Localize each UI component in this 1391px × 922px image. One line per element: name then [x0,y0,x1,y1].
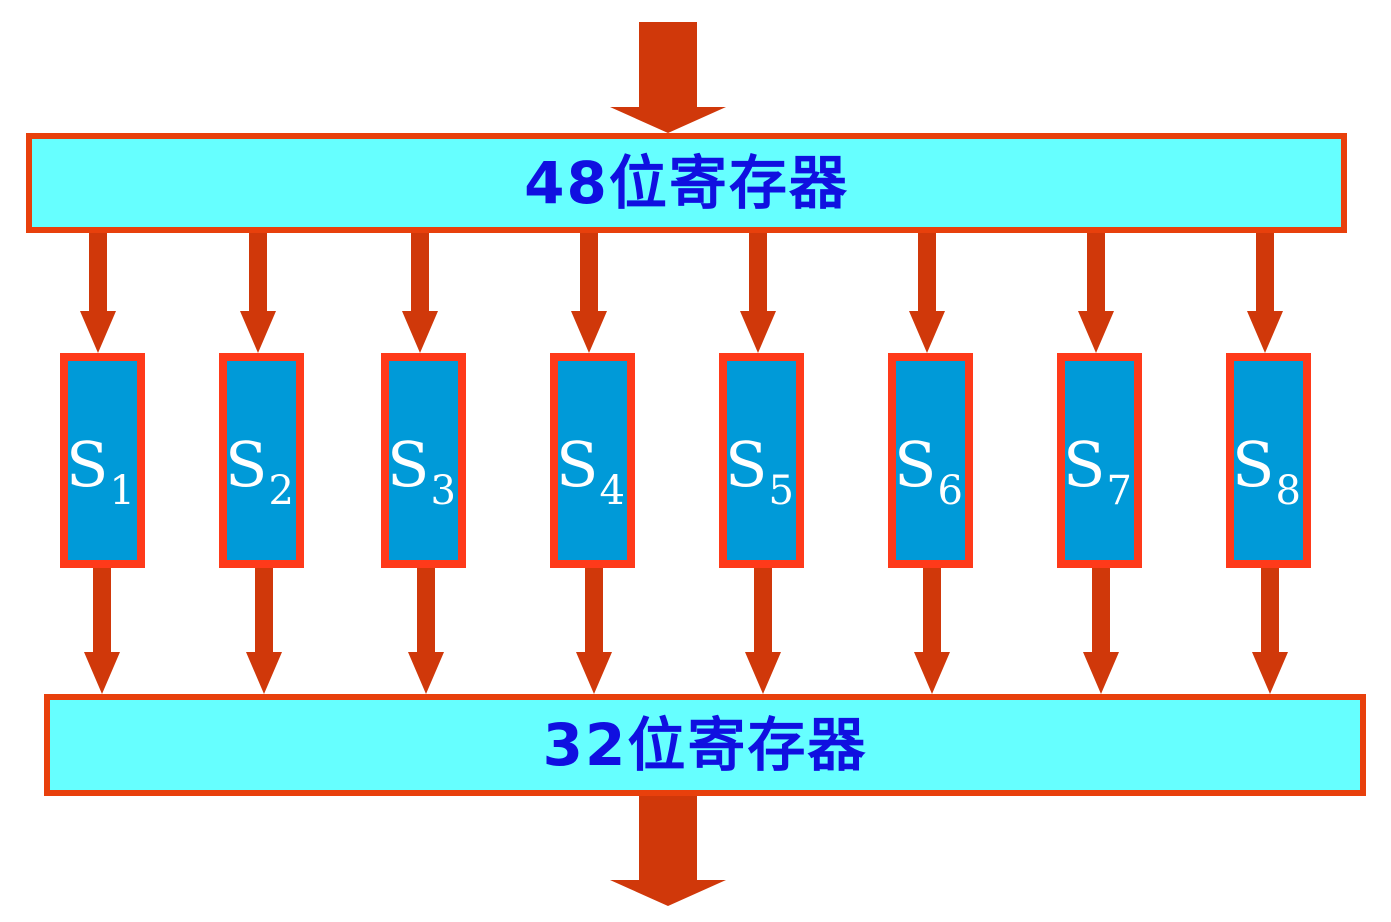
arrow-from-sbox-7 [1083,568,1119,694]
input-arrow [610,22,726,133]
sbox-8-index: 8 [1275,467,1301,514]
sbox-2: S2 [219,353,304,568]
arrow-to-sbox-4 [571,233,607,353]
arrow-to-sbox-5 [740,233,776,353]
arrow-to-sbox-7 [1078,233,1114,353]
sbox-3-label: S3 [387,433,456,511]
arrow-to-sbox-6 [909,233,945,353]
arrow-from-sbox-4 [576,568,612,694]
sbox-5-label: S5 [725,433,794,511]
sbox-1: S1 [60,353,145,568]
sbox-3: S3 [381,353,466,568]
sbox-5-index: 5 [768,467,794,514]
sbox-1-label: S1 [66,433,135,511]
arrow-from-sbox-1 [84,568,120,694]
sbox-6-index: 6 [937,467,963,514]
sbox-8-letter: S [1232,427,1275,501]
register-32-bit: 32位寄存器 [44,694,1366,796]
sbox-6-label: S6 [894,433,963,511]
sbox-6: S6 [888,353,973,568]
sbox-2-label: S2 [225,433,294,511]
arrow-to-sbox-3 [402,233,438,353]
sbox-6-letter: S [894,427,937,501]
arrow-to-sbox-2 [240,233,276,353]
sbox-1-letter: S [66,427,109,501]
arrow-from-sbox-8 [1252,568,1288,694]
register-48-bit-label: 48位寄存器 [524,149,849,217]
sbox-4: S4 [550,353,635,568]
arrow-from-sbox-5 [745,568,781,694]
sbox-4-letter: S [556,427,599,501]
sbox-7: S7 [1057,353,1142,568]
sbox-7-letter: S [1063,427,1106,501]
sbox-1-index: 1 [109,467,135,514]
sbox-4-index: 4 [599,467,625,514]
sbox-5: S5 [719,353,804,568]
sbox-4-label: S4 [556,433,625,511]
sbox-2-index: 2 [268,467,294,514]
sbox-7-index: 7 [1106,467,1132,514]
sbox-3-letter: S [387,427,430,501]
output-arrow [610,796,726,906]
sbox-3-index: 3 [430,467,456,514]
sbox-2-letter: S [225,427,268,501]
arrow-from-sbox-6 [914,568,950,694]
arrow-to-sbox-1 [80,233,116,353]
sbox-7-label: S7 [1063,433,1132,511]
arrow-to-sbox-8 [1247,233,1283,353]
sbox-5-letter: S [725,427,768,501]
register-32-bit-label: 32位寄存器 [542,711,868,779]
arrow-from-sbox-3 [408,568,444,694]
arrow-from-sbox-2 [246,568,282,694]
sbox-8: S8 [1226,353,1311,568]
sbox-8-label: S8 [1232,433,1301,511]
register-48-bit: 48位寄存器 [26,133,1347,233]
